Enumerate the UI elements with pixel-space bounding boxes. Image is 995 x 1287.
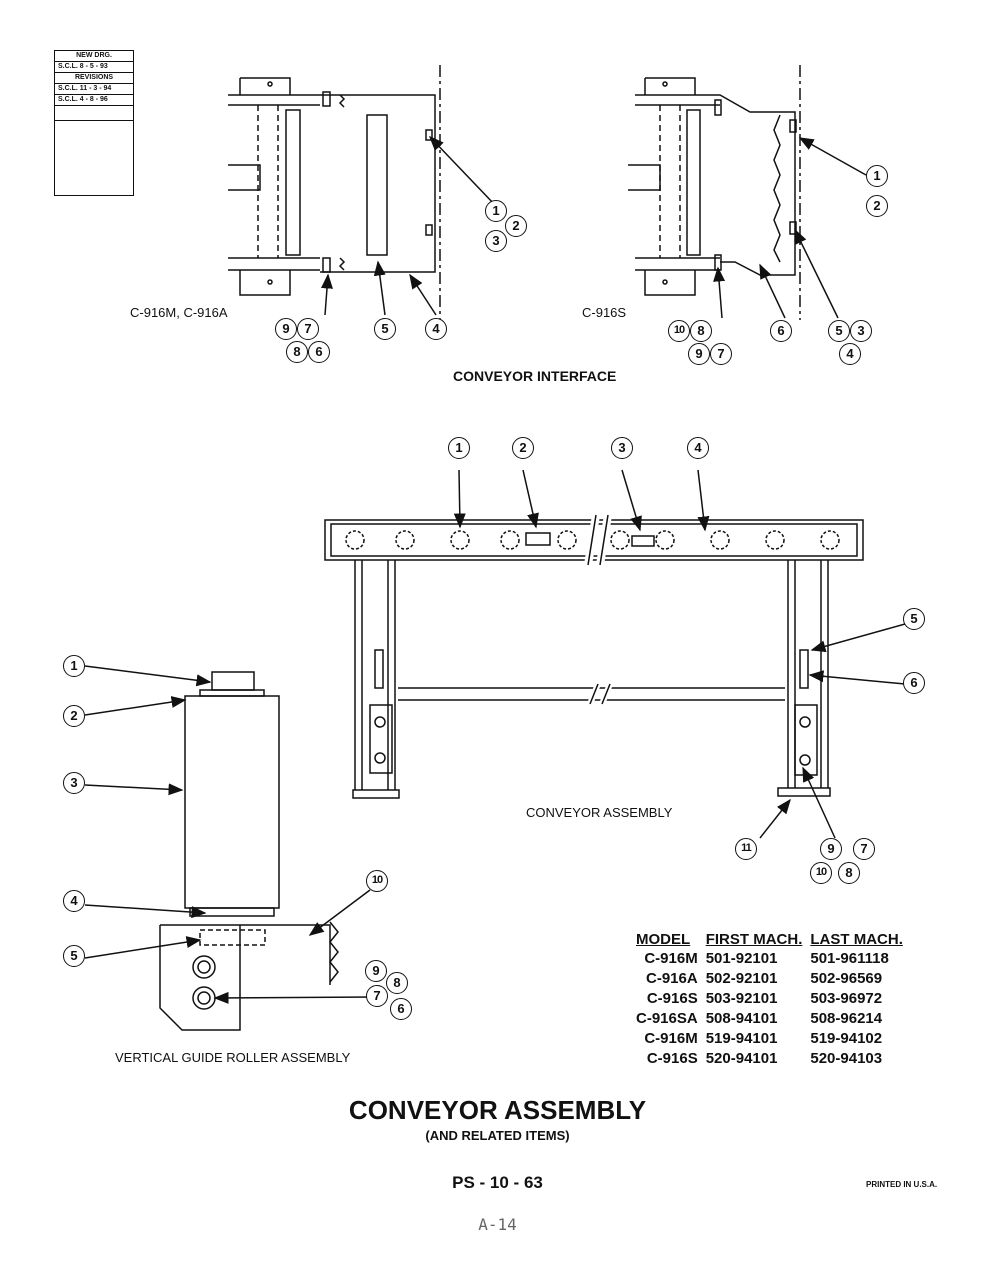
page-subtitle: (AND RELATED ITEMS) (425, 1128, 570, 1143)
callout-4: 4 (425, 318, 447, 340)
callout-7: 7 (710, 343, 732, 365)
callout-10: 10 (366, 870, 388, 892)
table-header-row: MODEL FIRST MACH. LAST MACH. (632, 930, 907, 949)
cell-model: C-916M (644, 950, 698, 967)
table-row: C-916S 520-94101 520-94103 (632, 1049, 907, 1069)
callout-5: 5 (374, 318, 396, 340)
col-header-model: MODEL (636, 931, 691, 948)
cell-model: C-916SA (636, 1010, 698, 1027)
model-serial-table: MODEL FIRST MACH. LAST MACH. C-916M 501-… (632, 930, 907, 1069)
table-row: C-916SA 508-94101 508-96214 (632, 1009, 907, 1029)
cell-model: C-916S (646, 1050, 698, 1067)
section-title-interface: CONVEYOR INTERFACE (453, 368, 617, 384)
rollers (345, 530, 840, 550)
callout-7: 7 (297, 318, 319, 340)
callout-9: 9 (365, 960, 387, 982)
table-row: C-916M 501-92101 501-961118 (632, 949, 907, 969)
caption-left-models: C-916M, C-916A (130, 305, 228, 320)
callout-4: 4 (63, 890, 85, 912)
cell-first: 508-94101 (705, 1010, 778, 1027)
callout-5: 5 (63, 945, 85, 967)
page-title: CONVEYOR ASSEMBLY (348, 1095, 647, 1125)
callout-7: 7 (366, 985, 388, 1007)
callout-3: 3 (611, 437, 633, 459)
callout-8: 8 (690, 320, 712, 342)
callout-5: 5 (903, 608, 925, 630)
cell-first: 501-92101 (705, 950, 778, 967)
revision-block: NEW DRG. S.C.L. 8 - 5 - 93 REVISIONS S.C… (54, 50, 134, 196)
callout-2: 2 (63, 705, 85, 727)
rev-revisions: REVISIONS (55, 73, 133, 84)
callout-4: 4 (839, 343, 861, 365)
callout-8: 8 (286, 341, 308, 363)
cell-model: C-916S (646, 990, 698, 1007)
cell-last: 502-96569 (810, 970, 883, 987)
caption-right-model: C-916S (582, 305, 627, 320)
col-header-first: FIRST MACH. (705, 931, 803, 948)
callout-1: 1 (448, 437, 470, 459)
cell-last: 520-94103 (810, 1050, 883, 1067)
rev-scl-3: S.C.L. 4 - 8 - 96 (55, 95, 133, 106)
rev-scl-1: S.C.L. 8 - 5 - 93 (55, 62, 133, 73)
callout-2: 2 (505, 215, 527, 237)
callout-1: 1 (866, 165, 888, 187)
caption-guide-roller: VERTICAL GUIDE ROLLER ASSEMBLY (115, 1050, 351, 1065)
callout-8: 8 (838, 862, 860, 884)
callout-6: 6 (903, 672, 925, 694)
callout-4: 4 (687, 437, 709, 459)
conveyor-assembly-view (324, 514, 864, 799)
callout-1: 1 (63, 655, 85, 677)
cell-last: 519-94102 (810, 1030, 883, 1047)
page-number: A-14 (478, 1215, 517, 1234)
callout-11: 11 (735, 838, 757, 860)
col-header-last: LAST MACH. (810, 931, 903, 948)
page-code: PS - 10 - 63 (452, 1173, 543, 1192)
printed-note: PRINTED IN U.S.A. (866, 1180, 938, 1189)
callout-6: 6 (390, 998, 412, 1020)
cell-model: C-916M (644, 1030, 698, 1047)
callout-9: 9 (820, 838, 842, 860)
cell-first: 520-94101 (705, 1050, 778, 1067)
cell-last: 501-961118 (810, 950, 889, 967)
callout-6: 6 (770, 320, 792, 342)
callout-2: 2 (866, 195, 888, 217)
callout-3: 3 (850, 320, 872, 342)
caption-conveyor-assembly: CONVEYOR ASSEMBLY (526, 805, 673, 820)
callout-9: 9 (688, 343, 710, 365)
rev-new-drg: NEW DRG. (55, 51, 133, 62)
callout-5: 5 (828, 320, 850, 342)
cell-last: 508-96214 (810, 1010, 883, 1027)
rev-scl-2: S.C.L. 11 - 3 - 94 (55, 84, 133, 95)
table-row: C-916M 519-94101 519-94102 (632, 1029, 907, 1049)
callout-7: 7 (853, 838, 875, 860)
callout-9: 9 (275, 318, 297, 340)
callout-3: 3 (485, 230, 507, 252)
callout-8: 8 (386, 972, 408, 994)
interface-right-view (628, 65, 801, 320)
callout-1: 1 (485, 200, 507, 222)
leader-lines (84, 135, 906, 1004)
callout-3: 3 (63, 772, 85, 794)
guide-roller-view (159, 671, 339, 1031)
cell-last: 503-96972 (810, 990, 883, 1007)
cell-first: 502-92101 (705, 970, 778, 987)
table-row: C-916A 502-92101 502-96569 (632, 969, 907, 989)
cell-first: 503-92101 (705, 990, 778, 1007)
interface-left-view (228, 65, 441, 320)
table-row: C-916S 503-92101 503-96972 (632, 989, 907, 1009)
cell-first: 519-94101 (705, 1030, 778, 1047)
callout-2: 2 (512, 437, 534, 459)
cell-model: C-916A (646, 970, 698, 987)
callout-6: 6 (308, 341, 330, 363)
callout-10: 10 (810, 862, 832, 884)
callout-10: 10 (668, 320, 690, 342)
